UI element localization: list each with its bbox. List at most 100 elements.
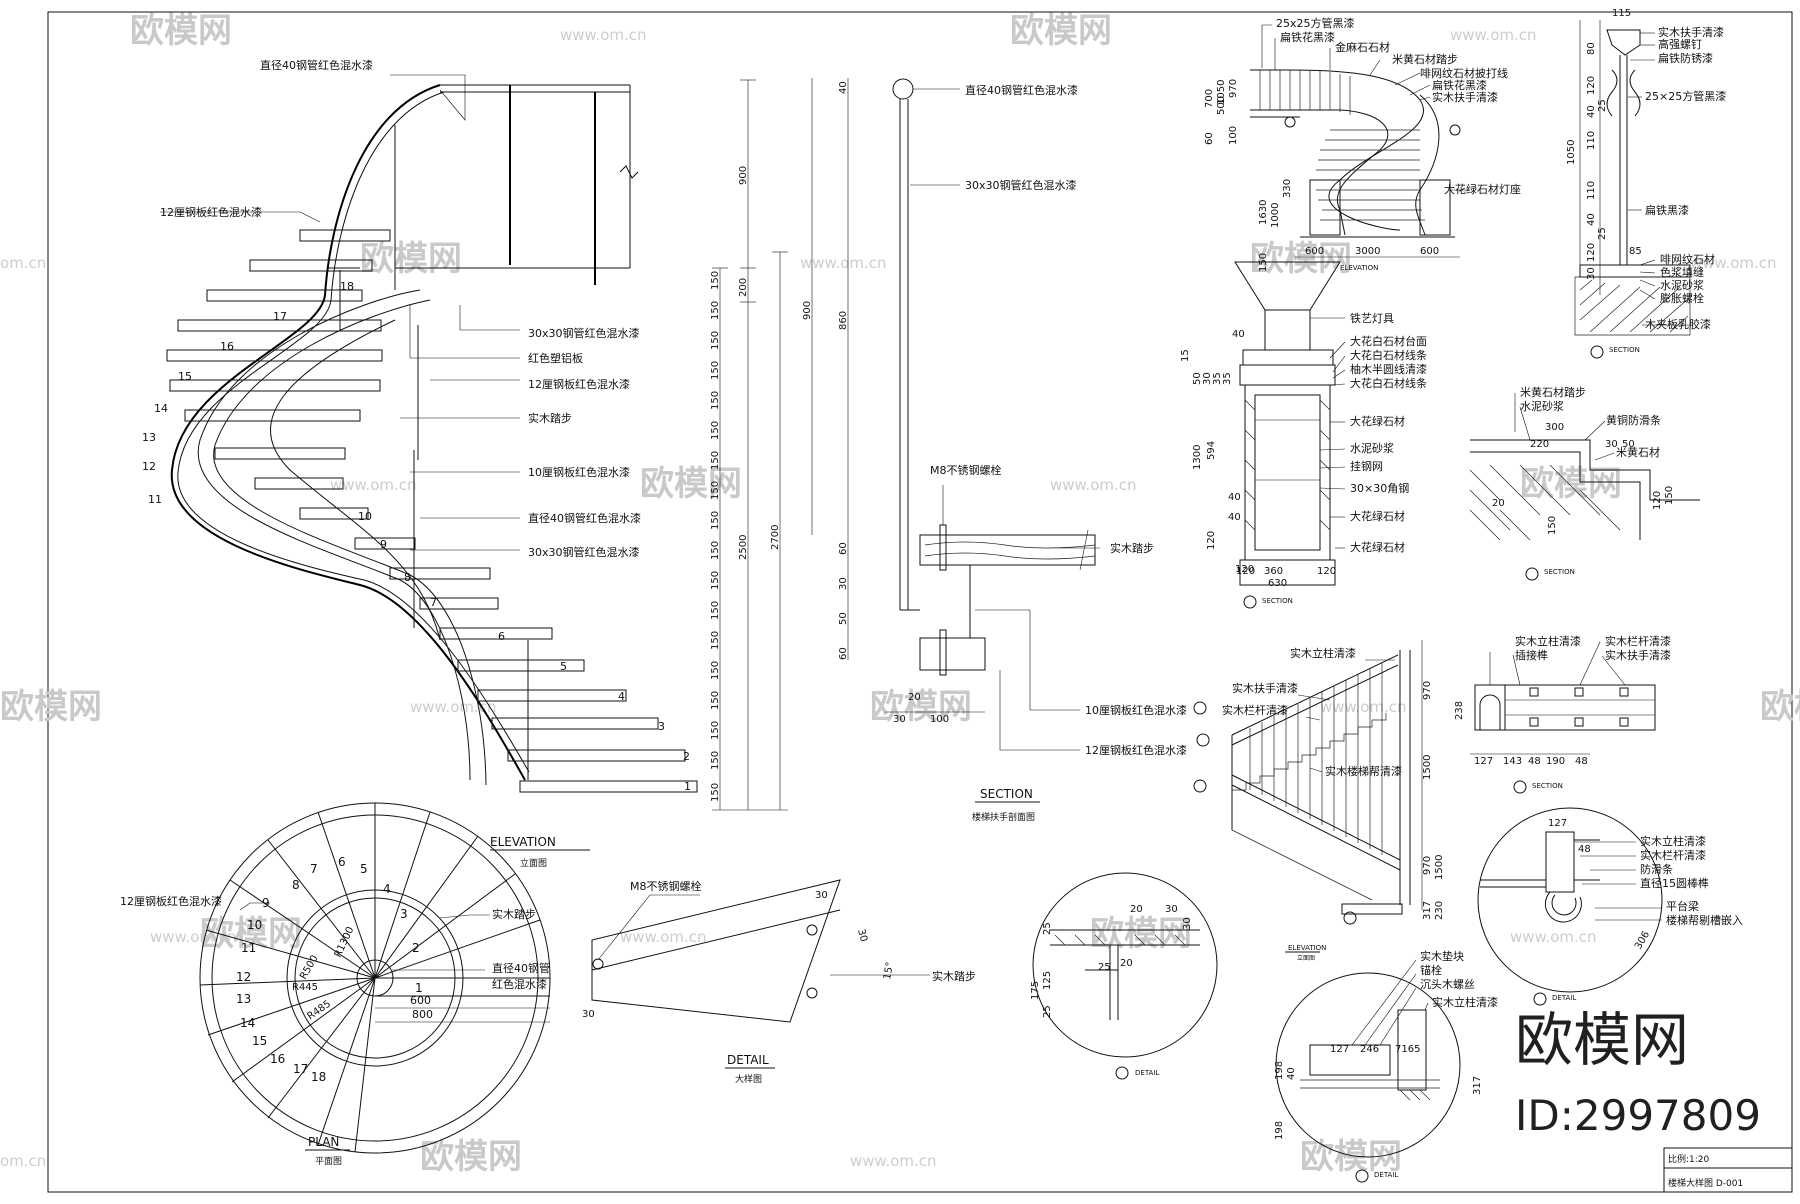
wood-grain [924,541,1096,560]
watermark-logo: 欧模网 [1520,464,1622,504]
svg-text:860: 860 [838,311,849,330]
sheet-border [47,11,1793,1193]
post-core [1254,394,1321,551]
label-rail: 实木扶手清漆 [1658,25,1724,39]
svg-text:16: 16 [220,340,234,353]
svg-text:15: 15 [1180,349,1191,362]
brand-logo-text: 欧模网 [1515,1006,1689,1074]
elevation-leaders [160,74,520,551]
svg-text:30: 30 [838,577,849,590]
svg-text:127: 127 [1474,756,1493,767]
svg-text:30: 30 [815,890,828,901]
round-detail-d: 实木垫块 锚栓 沉头木螺丝 实木立柱清漆 127 246 7165 198 40… [1274,949,1498,1183]
watermark-url: www.om.cn [1690,254,1777,272]
svg-text:150: 150 [710,571,721,590]
break-line [1079,529,1089,571]
label-line: 大花白石材线条 [1350,348,1427,362]
svg-text:40: 40 [1286,1067,1297,1080]
watermark-logo: 欧模网 [130,11,232,51]
elevation-dimensions [712,79,788,811]
section-subtitle: 楼梯扶手剖面图 [972,811,1035,823]
baluster-dims: 115 80 120 40 25 110 1050 110 40 25 120 … [1566,8,1642,280]
svg-text:60: 60 [838,647,849,660]
svg-text:8: 8 [404,571,411,584]
plan-title: PLAN [308,1135,339,1149]
plan-step-numbers: 1 2 3 4 5 6 7 8 9 10 11 12 13 14 15 16 1… [236,855,423,1084]
svg-text:306: 306 [1633,929,1652,951]
elevation-title: ELEVATION [490,835,556,849]
svg-text:ELEVATION: ELEVATION [1288,944,1326,952]
svg-text:150: 150 [710,301,721,320]
svg-text:25: 25 [1597,99,1608,112]
handrail-section: 直径40钢管红色混水漆 30x30钢管红色混水漆 M8不锈钢螺栓 实木踏步 10… [802,78,1187,823]
svg-text:1500: 1500 [1434,855,1445,880]
svg-text:1: 1 [684,780,691,793]
bolt-hole [806,987,818,999]
label-pipe-2: 直径40钢管红色混水漆 [528,511,641,525]
svg-text:150: 150 [710,421,721,440]
label-wood-rail: 实木扶手清漆 [1432,90,1498,104]
svg-text:150: 150 [710,451,721,470]
label-post: 实木立柱清漆 [1640,834,1706,848]
svg-text:150: 150 [710,511,721,530]
svg-text:13: 13 [142,431,156,444]
spiral-stair-elevation: 1 2 3 4 5 6 7 8 9 10 11 12 13 14 15 16 1… [142,58,788,869]
svg-text:198: 198 [1274,1061,1285,1080]
label-mortar: 水泥砂浆 [1660,278,1704,292]
label-square: 25×25方管黑漆 [1645,89,1726,103]
stone-step-section: 米黄石材踏步 水泥砂浆 黄铜防滑条 米黄石材 300 220 30 50 120… [1469,385,1700,581]
drawing-name: 楼梯大样图 D-001 [1668,1177,1743,1189]
svg-text:40: 40 [1228,512,1241,523]
svg-text:30: 30 [1182,917,1193,930]
label-brass: 黄铜防滑条 [1606,413,1661,427]
svg-text:630: 630 [1268,578,1287,589]
svg-text:25: 25 [1042,922,1053,935]
svg-text:7: 7 [430,596,437,609]
svg-text:立面图: 立面图 [1297,954,1315,962]
baluster-section: 实木扶手清漆 高强螺钉 扁铁防锈漆 25×25方管黑漆 扁铁黑漆 啡网纹石材 色… [1566,8,1726,359]
svg-text:12: 12 [236,970,251,984]
label-anchor: 膨胀螺栓 [1660,291,1704,305]
svg-text:1050: 1050 [1216,80,1227,105]
svg-text:3: 3 [658,720,665,733]
svg-text:11: 11 [148,493,162,506]
label-aluminium-plate: 红色塑铝板 [528,351,583,365]
inner-stringer-3 [270,319,441,641]
label-wood-baluster: 实木栏杆清漆 [1222,703,1288,717]
label-lamp-base: 大花绿石材灯座 [1444,182,1521,196]
svg-text:10: 10 [358,510,372,523]
plan-label-pipe: 直径40钢管 [492,961,550,975]
riser-dims: 150 150 150 150 150 150 150 150 150 150 … [710,166,781,802]
svg-text:20: 20 [908,692,921,703]
svg-text:120: 120 [1586,76,1597,95]
watermark-logo: 欧模网 [640,464,742,504]
svg-text:40: 40 [1586,105,1597,118]
plan-dim-800: 800 [412,1008,433,1021]
label-30x30-tube: 30x30钢管红色混水漆 [528,326,640,340]
svg-text:330: 330 [1282,179,1293,198]
round-detail-d-dims: 127 246 7165 198 40 198 317 [1274,1044,1483,1140]
svg-text:48: 48 [1578,844,1591,855]
label-post: 实木立柱清漆 [1515,634,1581,648]
svg-text:317: 317 [1422,901,1433,920]
label-wood-post: 实木立柱清漆 [1290,646,1356,660]
svg-text:20: 20 [1120,958,1133,969]
label-mortar: 水泥砂浆 [1520,399,1564,413]
svg-text:150: 150 [710,361,721,380]
section-title: SECTION [980,787,1033,801]
svg-text:SECTION: SECTION [1532,782,1563,790]
svg-text:300: 300 [1545,422,1564,433]
label-anchor: 锚栓 [1420,963,1442,977]
bolt-hole [806,924,818,936]
svg-text:20: 20 [1130,904,1143,915]
label-marble-edge: 啡网纹石材披打线 [1420,66,1508,80]
label-30x30-tube-2: 30x30钢管红色混水漆 [528,545,640,559]
svg-text:4: 4 [383,882,391,896]
inner-stringer [197,289,471,781]
brand-id-text: ID:2997809 [1515,1091,1761,1140]
svg-text:120: 120 [1236,566,1255,577]
label-screw: 沉头木螺丝 [1420,978,1475,991]
handrail-pipe [892,78,914,100]
svg-text:17: 17 [273,310,287,323]
watermark-logo: 欧模网 [200,914,302,954]
